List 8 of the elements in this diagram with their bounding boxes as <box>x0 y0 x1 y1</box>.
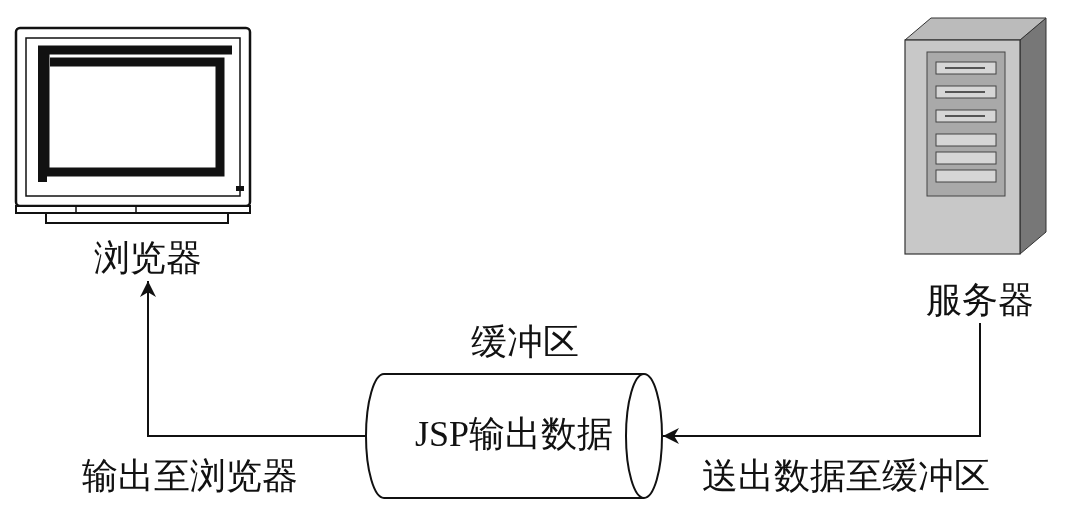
arrow <box>662 322 981 444</box>
edge-label: 输出至浏览器 <box>81 456 299 496</box>
arrow <box>140 280 366 437</box>
edge-label: 送出数据至缓冲区 <box>701 456 991 496</box>
cylinder-heading: 缓冲区 <box>470 322 580 362</box>
cylinder-label: JSP输出数据 <box>413 414 615 454</box>
device-label: 浏览器 <box>93 238 203 278</box>
device-label: 服务器 <box>925 280 1035 320</box>
